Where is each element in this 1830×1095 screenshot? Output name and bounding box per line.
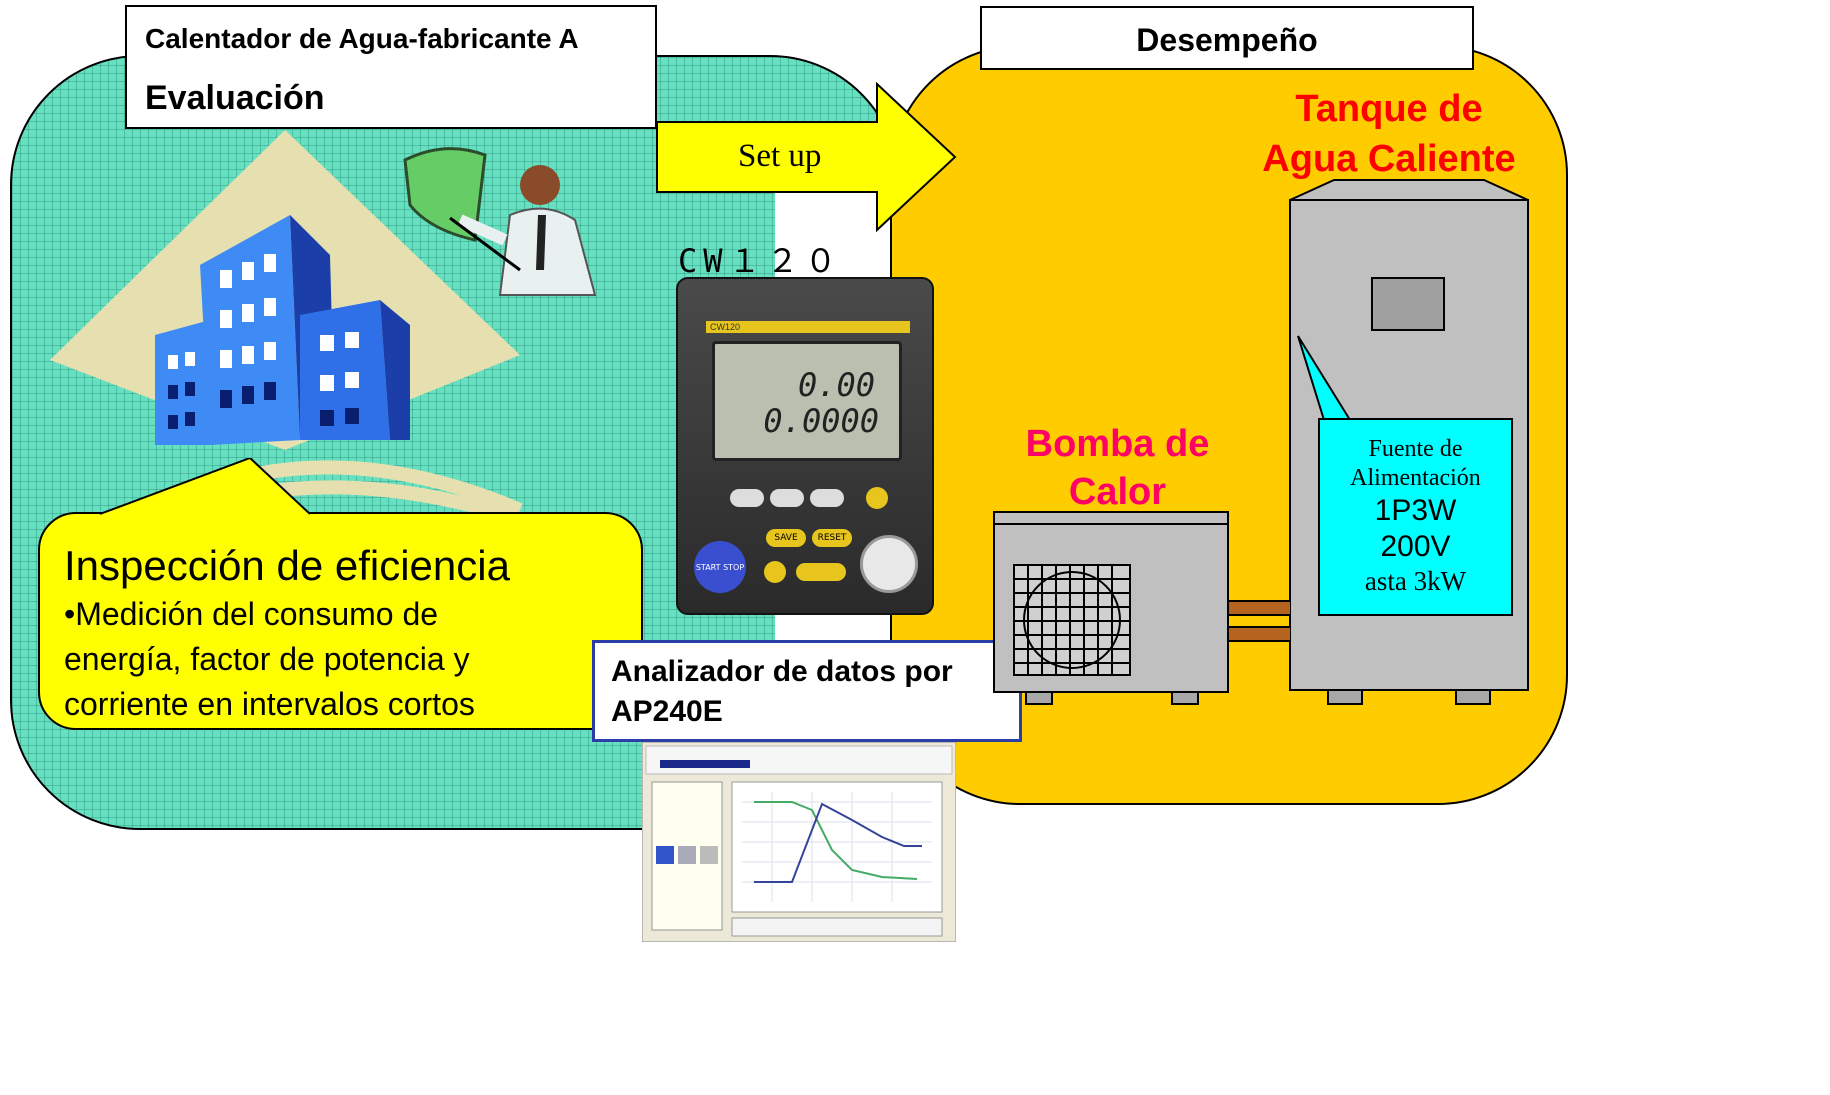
device-button-1[interactable] xyxy=(730,489,764,507)
device-brand-label: CW120 xyxy=(710,322,741,332)
pump-label-line2: Calor xyxy=(1068,471,1167,513)
pump-label-line1: Bomba de xyxy=(1025,423,1210,465)
tank-label-line2: Agua Caliente xyxy=(1262,138,1516,180)
setup-arrow xyxy=(656,82,957,232)
heat-pump-unit xyxy=(993,511,1229,705)
device-model: CW１２０ xyxy=(678,242,843,280)
power-line2: Alimentación xyxy=(1350,465,1481,491)
callout-title: Inspección de eficiencia xyxy=(64,542,510,589)
save-button[interactable]: SAVE xyxy=(766,529,806,547)
device-yellow-oval[interactable] xyxy=(796,563,846,581)
start-stop-button[interactable]: START STOP xyxy=(694,541,746,593)
right-title: Desempeño xyxy=(1136,22,1318,58)
left-title-line2: Evaluación xyxy=(145,79,325,117)
pump-label: Bomba de Calor xyxy=(995,420,1240,516)
analyzer-label-box: Analizador de datos por AP240E xyxy=(592,640,1022,742)
efficiency-callout: Inspección de eficiencia •Medición del c… xyxy=(38,512,643,730)
tank-label-line1: Tanque de xyxy=(1295,88,1483,130)
tank-label: Tanque de Agua Caliente xyxy=(1244,84,1534,184)
cw120-device: CW120 0.00 0.0000 START STOP SAVE RESET xyxy=(676,277,934,615)
right-title-box: Desempeño xyxy=(980,6,1474,70)
power-line4: 200V xyxy=(1380,530,1451,563)
callout-pointer xyxy=(100,458,311,515)
device-lcd: 0.00 0.0000 xyxy=(712,341,902,461)
left-title-box: Calentador de Agua-fabricante A Evaluaci… xyxy=(125,5,657,129)
analyzer-label-line2: AP240E xyxy=(611,695,723,728)
power-line5: asta 3kW xyxy=(1364,566,1467,596)
device-button-3[interactable] xyxy=(810,489,844,507)
device-brand-strip: CW120 xyxy=(706,321,910,333)
navigation-dial[interactable] xyxy=(860,535,918,593)
analyzer-screenshot xyxy=(642,742,956,942)
lcd-top-value: 0.00 xyxy=(797,366,875,404)
callout-body: •Medición del consumo de energía, factor… xyxy=(64,596,475,722)
device-button-2[interactable] xyxy=(770,489,804,507)
reset-button[interactable]: RESET xyxy=(812,529,852,547)
left-title-line1: Calentador de Agua-fabricante A xyxy=(145,23,579,54)
pipe-upper xyxy=(1226,600,1290,616)
analyzer-label-line1: Analizador de datos por xyxy=(611,655,953,688)
power-line3: 1P3W xyxy=(1374,494,1457,527)
power-line1: Fuente de xyxy=(1368,436,1463,462)
device-light-button[interactable] xyxy=(866,487,888,509)
lcd-bottom-value: 0.0000 xyxy=(763,402,879,440)
power-spec-box: Fuente de Alimentación 1P3W 200V asta 3k… xyxy=(1318,418,1513,616)
device-yellow-round[interactable] xyxy=(764,561,786,583)
power-callout-pointer xyxy=(1297,335,1351,421)
building-clipart xyxy=(50,130,597,540)
setup-arrow-label: Set up xyxy=(738,138,822,174)
pipe-lower xyxy=(1226,626,1290,642)
